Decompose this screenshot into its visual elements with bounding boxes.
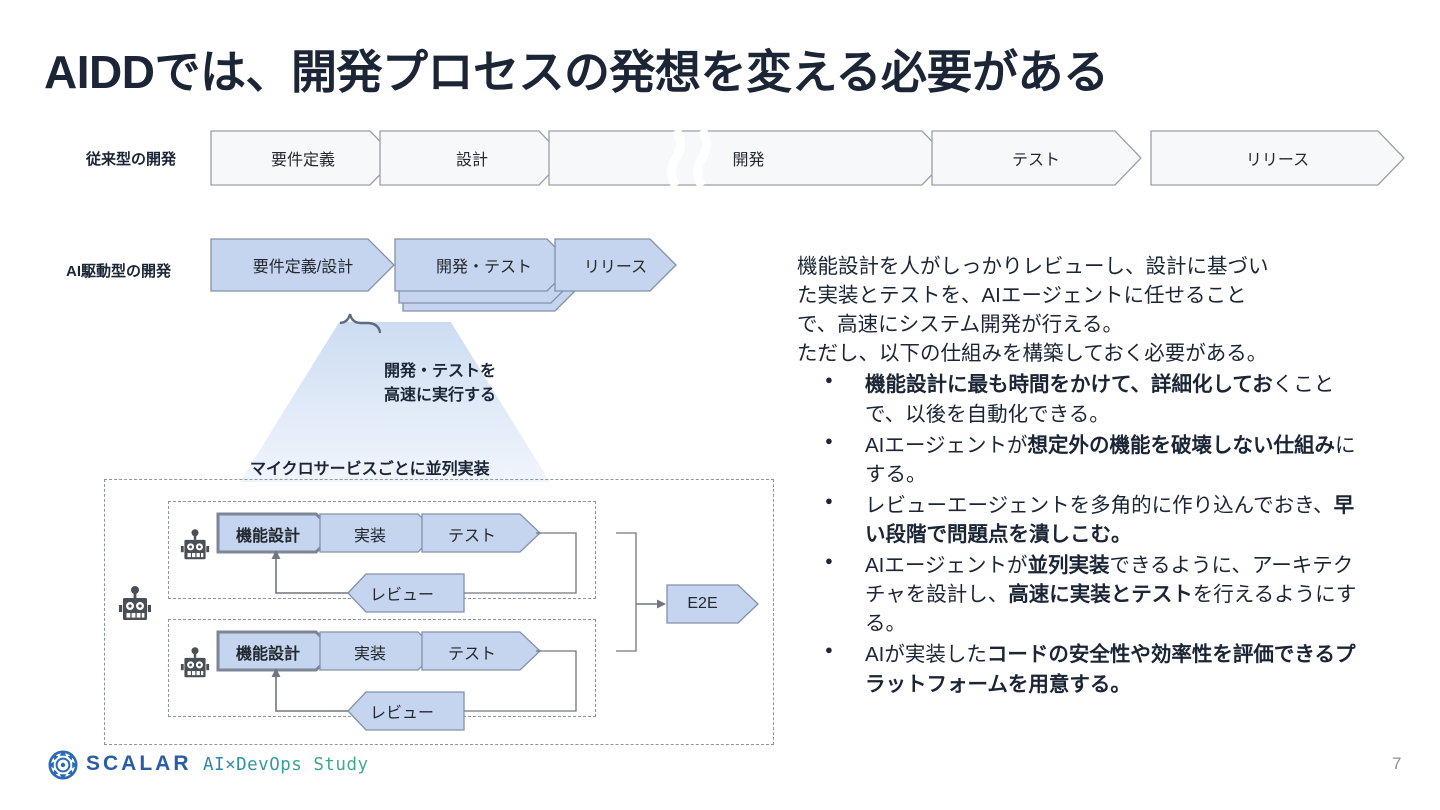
bullet-emphasis-text: 想定外の機能を破壊しない仕組み [1027,433,1335,457]
footer-brand: SCALAR [86,752,192,775]
bullet-text: にする。 [865,433,1356,486]
bullet-emphasis-text: 早い段階で問題点を潰しこむ。 [865,493,1355,546]
e2e-arrowhead [657,599,666,609]
group1-test-to-review-connector [464,532,577,594]
right-paragraph-line3: で、高速にシステム開発が行える。 [797,313,1123,337]
group1-step-shape-1 [319,513,439,553]
break-wave-left [667,130,685,186]
requirement-bullet-1: 機能設計に最も時間をかけて、詳細化しておくことで、以後を自動化できる。 [797,370,1367,428]
footer-study-label: AI×DevOps Study [203,755,369,775]
right-paragraph-line2: た実装とテストを、AIエージェントに任せること [797,284,1247,308]
funnel-caption: 開発・テストを 高速に実行する [330,360,550,408]
group2-feedback-arrowhead [271,668,281,677]
legacy-step-shape-2 [548,130,949,186]
right-paragraph-line4: ただし、以下の仕組みを構築しておく必要がある。 [797,342,1268,366]
group2-feedback-arrow [275,676,348,712]
e2e-connector-from-group1 [616,532,637,604]
group1-feedback-arrowhead [271,550,281,559]
microservice-group-1-flow [216,512,577,613]
break-wave-right [693,130,711,186]
group2-test-to-review-connector [464,650,577,712]
ai-process-chevrons [210,238,677,312]
requirements-bullet-list: 機能設計に最も時間をかけて、詳細化しておくことで、以後を自動化できる。AIエージ… [797,370,1367,698]
microservices-title: マイクロサービスごとに並列実装 [250,461,490,478]
bullet-emphasis-text: コードの安全性や効率性を評価できるプラットフォームを用意する。 [865,643,1356,696]
ai-row-label: AI駆動型の開発 [66,263,172,280]
curly-brace-icon [340,313,382,334]
requirement-bullet-2: AIエージェントが想定外の機能を破壊しない仕組みにする。 [797,431,1367,489]
bullet-text: AIエージェントが [865,554,1028,578]
legacy-step-shape-3 [931,130,1142,186]
legacy-process-chevrons [210,130,1405,186]
bullet-emphasis-text: 機能設計に最も時間をかけて、詳細化してお [865,373,1273,397]
requirement-bullet-5: AIが実装したコードの安全性や効率性を評価できるプラットフォームを用意する。 [797,640,1367,698]
microservice-group-2-flow [216,630,577,731]
requirement-bullet-3: レビューエージェントを多角的に作り込んでおき、早い段階で問題点を潰しこむ。 [797,491,1367,549]
e2e-connector-from-group2 [616,604,637,652]
group1-feedback-shape [347,573,465,613]
e2e-connectors-and-shape [616,532,759,652]
ai-step-shape-1 [394,238,574,292]
bullet-text: くことで、以後を自動化できる。 [865,373,1335,426]
group1-step-shape-2 [421,513,541,553]
right-paragraph-line1: 機能設計を人がしっかりレビューし、設計に基づい [797,255,1269,278]
group2-feedback-shape [347,691,465,731]
legacy-step-shape-0 [210,130,397,186]
robot-icon [180,647,210,678]
robot-icon [180,529,210,560]
bullet-text: を行えるようにする。 [865,583,1357,636]
right-text-panel: 機能設計を人がしっかりレビューし、設計に基づい た実装とテストを、AIエージェン… [797,252,1367,699]
page-title: AIDDでは、開発プロセスの発想を変える必要がある [44,46,1109,98]
bullet-text: レビューエージェントを多角的に作り込んでおき、 [865,493,1334,517]
group2-step-shape-2 [421,631,541,671]
legacy-step-shape-4 [1150,130,1405,186]
scalar-logo-icon [48,750,78,780]
bullet-text: AIエージェントが [865,433,1028,457]
funnel-caption-line1: 開発・テストを [383,363,496,380]
legacy-row-label: 従来型の開発 [86,151,177,168]
bullet-emphasis-text: 並列実装 [1027,554,1110,578]
legacy-step-shape-1 [379,130,566,186]
group1-step-shape-0 [216,512,339,554]
group1-feedback-arrow [275,558,348,594]
ai-step-shape-0 [210,238,395,292]
microservices-outer-boundary [104,479,774,745]
funnel-caption-line2: 高速に実行する [383,387,496,404]
bullet-text: AIが実装した [865,643,987,667]
bullet-emphasis-text: 高速に実装とテスト [1008,583,1193,607]
page-number: 7 [1392,754,1402,773]
group2-step-shape-0 [216,630,339,672]
e2e-shape [666,584,759,624]
robot-icon [119,586,151,620]
requirement-bullet-4: AIエージェントが並列実装できるように、アーキテクチャを設計し、高速に実装とテス… [797,551,1367,638]
ai-step-shape-2 [554,238,677,292]
group2-step-shape-1 [319,631,439,671]
bullet-text: できるように、アーキテクチャを設計し、 [865,554,1354,607]
